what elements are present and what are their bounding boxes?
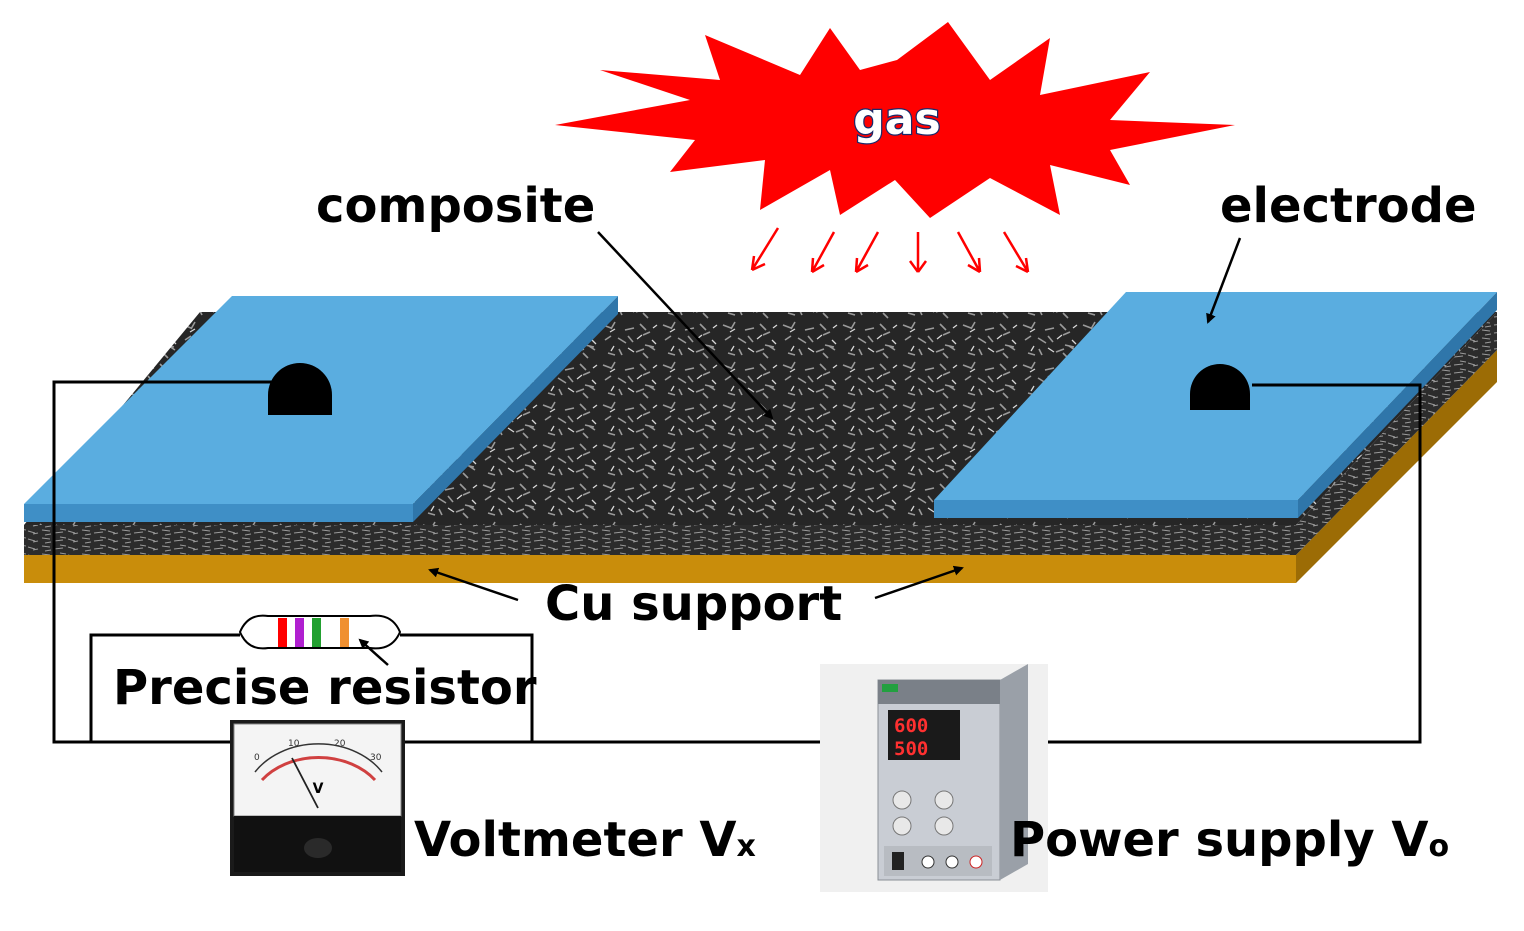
power-knob-1 [892,790,912,810]
gas-label: gas [853,94,940,145]
power-supply-label: Power supply Vo [1010,812,1449,868]
gas-burst [555,22,1235,218]
composite-front [24,525,1296,555]
left-electrode-front [24,504,413,522]
cu-support-pointer-right [874,565,964,600]
precise-resistor-label: Precise resistor [113,660,537,716]
power-supply-display-amps: 500 [894,738,928,760]
voltmeter-tick-10: 10 [288,739,300,749]
power-knob-2 [934,790,954,810]
voltmeter-tick-20: 20 [334,739,346,749]
precise-resistor [238,614,402,650]
cu-support-pointer-left [428,567,519,602]
power-supply-subscript: o [1429,829,1450,864]
power-supply: 600 500 [820,664,1048,892]
composite-label: composite [316,178,595,234]
left-electrode-side [413,296,618,522]
voltmeter-label: Voltmeter Vx [414,812,756,868]
voltmeter: 0 10 20 30 V [230,720,405,876]
voltmeter-subscript: x [737,829,756,864]
resistor-pointer [358,638,389,666]
cu-support-front [24,555,1296,583]
right-contact-pad [1190,364,1250,410]
voltmeter-needle [291,757,319,809]
voltmeter-tick-0: 0 [254,753,260,763]
voltmeter-unit: V [313,781,324,797]
voltmeter-tick-30: 30 [370,753,382,763]
electrode-label: electrode [1220,178,1477,234]
composite-side [1296,312,1497,555]
cu-support-label: Cu support [545,576,842,632]
left-contact-pad [268,363,332,415]
right-electrode-front [934,500,1298,518]
cu-support-side [1296,350,1497,583]
composite-pointer [597,231,774,420]
gas-arrows [750,227,1030,274]
power-supply-display-volts: 600 [894,715,928,737]
power-knob-4 [934,816,954,836]
circuit-wires [52,380,1422,744]
power-knob-3 [892,816,912,836]
right-electrode-side [1298,292,1497,518]
electrode-pointer [1206,237,1242,324]
